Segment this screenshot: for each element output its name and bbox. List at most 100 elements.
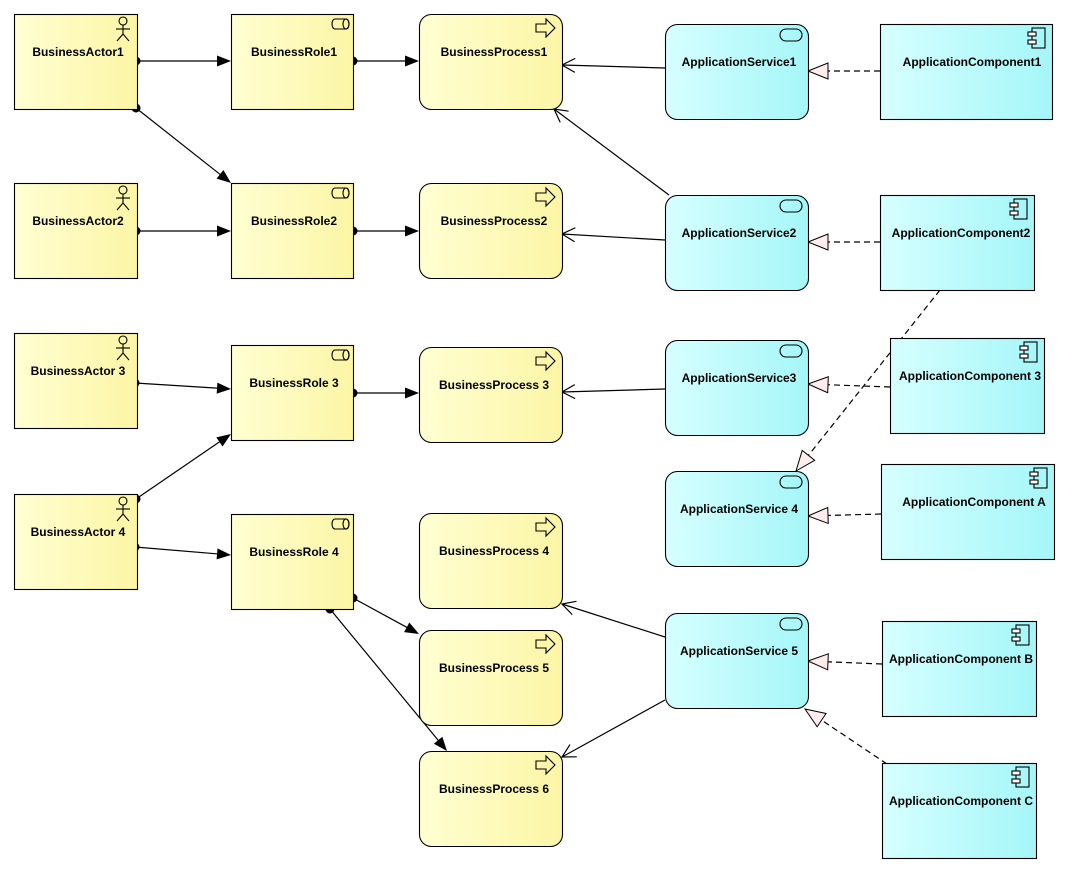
role-icon: [331, 518, 350, 530]
application-component-label: ApplicationComponent B: [889, 652, 1033, 666]
realization-line: [827, 661, 883, 665]
assignment-arrowhead: [217, 55, 231, 67]
assignment-arrowhead: [405, 225, 419, 237]
business-role-shape: [230, 513, 355, 611]
component-icon: [1029, 467, 1048, 489]
relation-assignment-actor3-role3[interactable]: [130, 378, 232, 394]
node-actor1[interactable]: BusinessActor1: [13, 13, 139, 111]
serving-arrowhead: [560, 744, 577, 758]
relation-assignment-actor1-role1[interactable]: [131, 55, 232, 67]
application-service-label: ApplicationService1: [682, 55, 797, 69]
service-icon: [779, 28, 803, 42]
node-svc5[interactable]: ApplicationService 5: [664, 612, 810, 710]
business-process-label: BusinessProcess 5: [439, 661, 549, 675]
node-role4[interactable]: BusinessRole 4: [230, 513, 355, 611]
assignment-arrowhead: [404, 622, 419, 634]
node-role2[interactable]: BusinessRole2: [230, 182, 355, 280]
relation-serving-svc2-proc2[interactable]: [560, 227, 666, 243]
relation-assignment-role2-proc2[interactable]: [348, 225, 420, 237]
assignment-line: [135, 107, 224, 178]
serving-line: [561, 64, 666, 69]
business-process-shape: [418, 512, 564, 610]
relation-serving-svc5-proc4[interactable]: [560, 600, 666, 638]
node-svc2[interactable]: ApplicationService2: [664, 194, 810, 292]
relation-realization-comp2-svc4[interactable]: [795, 289, 941, 473]
relation-assignment-role4-proc5[interactable]: [348, 593, 420, 635]
node-proc5[interactable]: BusinessProcess 5: [418, 629, 564, 727]
actor-icon: [116, 496, 130, 522]
node-proc2[interactable]: BusinessProcess2: [418, 182, 564, 280]
node-actor2[interactable]: BusinessActor2: [13, 182, 139, 280]
node-proc1[interactable]: BusinessProcess1: [418, 13, 564, 111]
relation-serving-svc3-proc3[interactable]: [560, 384, 666, 400]
application-service-shape: [664, 470, 810, 568]
component-icon: [1009, 198, 1028, 220]
relation-realization-comp3-svc3[interactable]: [806, 376, 891, 394]
serving-line: [561, 603, 666, 638]
application-service-label: ApplicationService2: [682, 226, 797, 240]
relation-serving-svc1-proc1[interactable]: [560, 57, 666, 73]
relation-assignment-actor2-role2[interactable]: [131, 225, 232, 237]
node-compA[interactable]: ApplicationComponent A: [880, 463, 1056, 561]
business-actor-shape: [13, 493, 139, 591]
business-process-label: BusinessProcess 6: [439, 782, 549, 796]
process-arrow-icon: [535, 186, 556, 208]
business-actor-shape: [13, 332, 139, 430]
business-actor-label: BusinessActor1: [32, 45, 124, 59]
application-component-label: ApplicationComponent A: [902, 495, 1046, 509]
application-component-label: ApplicationComponent 3: [899, 369, 1041, 383]
node-proc6[interactable]: BusinessProcess 6: [418, 750, 564, 848]
serving-line: [561, 233, 666, 241]
relation-realization-comp1-svc1[interactable]: [806, 62, 880, 80]
node-comp1[interactable]: ApplicationComponent1: [879, 23, 1054, 121]
application-service-shape: [664, 339, 810, 437]
node-compB[interactable]: ApplicationComponent B: [881, 620, 1038, 718]
business-role-shape: [230, 344, 355, 442]
relation-realization-compB-svc5[interactable]: [806, 653, 883, 671]
relation-realization-compA-svc4[interactable]: [806, 506, 882, 525]
realization-line: [827, 513, 882, 517]
node-actor3[interactable]: BusinessActor 3: [13, 332, 139, 430]
process-arrow-icon: [535, 17, 556, 39]
business-process-label: BusinessProcess2: [441, 214, 548, 228]
business-role-shape: [230, 13, 355, 111]
application-component-label: ApplicationComponent C: [889, 794, 1033, 808]
node-role3[interactable]: BusinessRole 3: [230, 344, 355, 442]
realization-arrowhead: [806, 653, 829, 671]
node-proc3[interactable]: BusinessProcess 3: [418, 346, 564, 444]
application-component-shape: [880, 463, 1056, 561]
relation-assignment-role1-proc1[interactable]: [348, 55, 420, 67]
node-role1[interactable]: BusinessRole1: [230, 13, 355, 111]
node-comp3[interactable]: ApplicationComponent 3: [889, 337, 1046, 435]
realization-arrowhead: [806, 233, 829, 251]
business-process-shape: [418, 346, 564, 444]
relation-assignment-actor4-role4[interactable]: [130, 542, 232, 560]
component-icon: [1027, 27, 1046, 49]
node-proc4[interactable]: BusinessProcess 4: [418, 512, 564, 610]
business-actor-shape: [13, 13, 139, 111]
relation-serving-svc2-proc1[interactable]: [552, 108, 670, 196]
component-icon: [1011, 766, 1030, 788]
business-role-label: BusinessRole2: [251, 214, 337, 228]
business-role-shape: [230, 182, 355, 280]
business-process-label: BusinessProcess1: [441, 45, 548, 59]
serving-line: [561, 388, 666, 393]
node-svc1[interactable]: ApplicationService1: [664, 23, 810, 121]
relation-serving-svc5-proc6[interactable]: [560, 699, 666, 758]
relation-assignment-actor1-role2[interactable]: [131, 103, 232, 184]
relation-assignment-actor4-role3[interactable]: [131, 434, 232, 504]
role-icon: [331, 349, 350, 361]
relation-realization-compC-svc5[interactable]: [803, 708, 888, 765]
relation-assignment-role3-proc3[interactable]: [348, 387, 420, 399]
node-actor4[interactable]: BusinessActor 4: [13, 493, 139, 591]
node-svc4[interactable]: ApplicationService 4: [664, 470, 810, 568]
relation-realization-comp2-svc2[interactable]: [806, 233, 880, 251]
node-compC[interactable]: ApplicationComponent C: [881, 762, 1038, 860]
serving-arrowhead: [560, 600, 577, 616]
business-actor-label: BusinessActor2: [32, 214, 124, 228]
node-comp2[interactable]: ApplicationComponent2: [879, 194, 1036, 292]
node-svc3[interactable]: ApplicationService3: [664, 339, 810, 437]
business-actor-label: BusinessActor 3: [31, 364, 126, 378]
